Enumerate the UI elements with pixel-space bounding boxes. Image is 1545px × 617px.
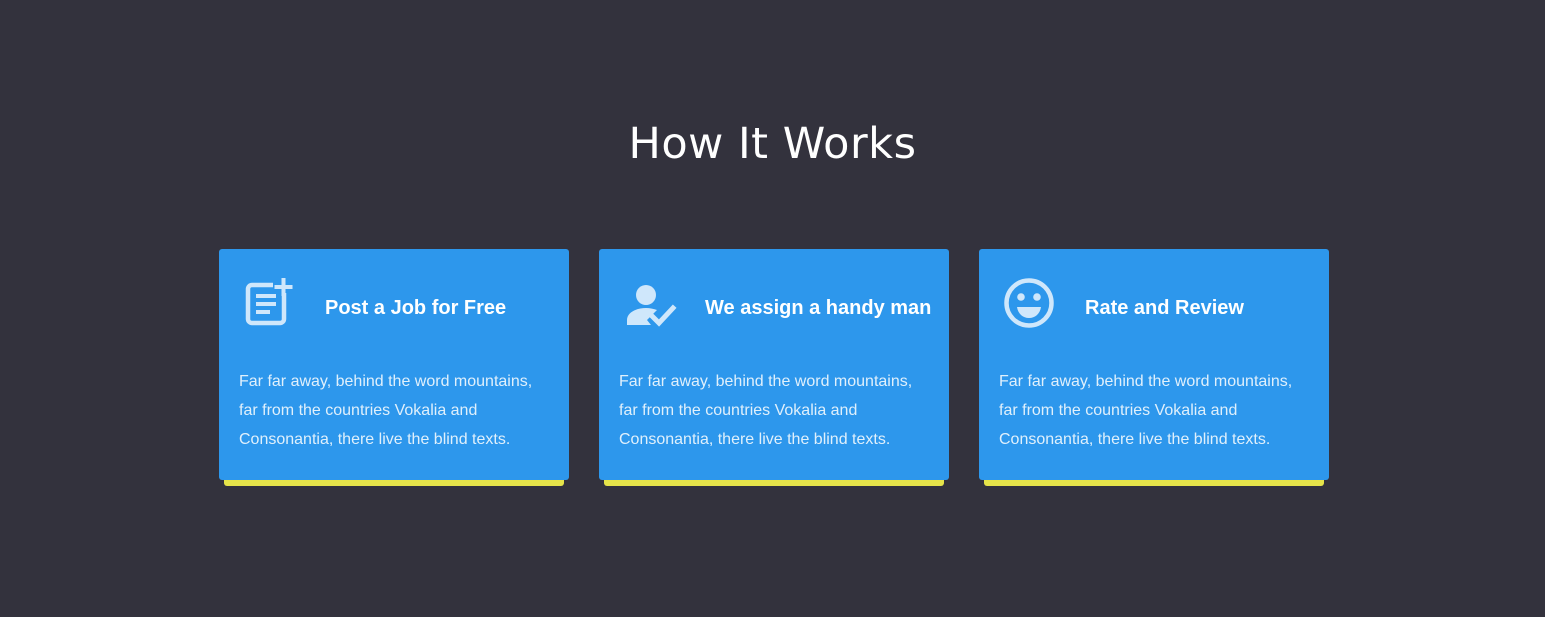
user-check-icon [623,275,679,331]
card-title: We assign a handy man [705,297,932,319]
card-accent-bar [224,480,564,486]
card-title: Post a Job for Free [325,297,507,319]
card-description: Far far away, behind the word mountains,… [619,373,913,448]
card-accent-bar [984,480,1324,486]
card-accent-bar [604,480,944,486]
smiley-icon [1003,275,1059,331]
card-description: Far far away, behind the word mountains,… [999,373,1293,448]
card-body: We assign a handy man Far far away, behi… [599,249,949,480]
card-body: Rate and Review Far far away, behind the… [979,249,1329,480]
card-title: Rate and Review [1085,297,1244,319]
card-body: Post a Job for Free Far far away, behind… [219,249,569,480]
step-card-rate-review: Rate and Review Far far away, behind the… [979,249,1329,487]
section-title: How It Works [628,119,917,169]
post-job-icon [243,275,299,331]
card-description: Far far away, behind the word mountains,… [239,373,533,448]
step-card-assign-handyman: We assign a handy man Far far away, behi… [599,249,949,487]
step-card-post-job: Post a Job for Free Far far away, behind… [219,249,569,487]
